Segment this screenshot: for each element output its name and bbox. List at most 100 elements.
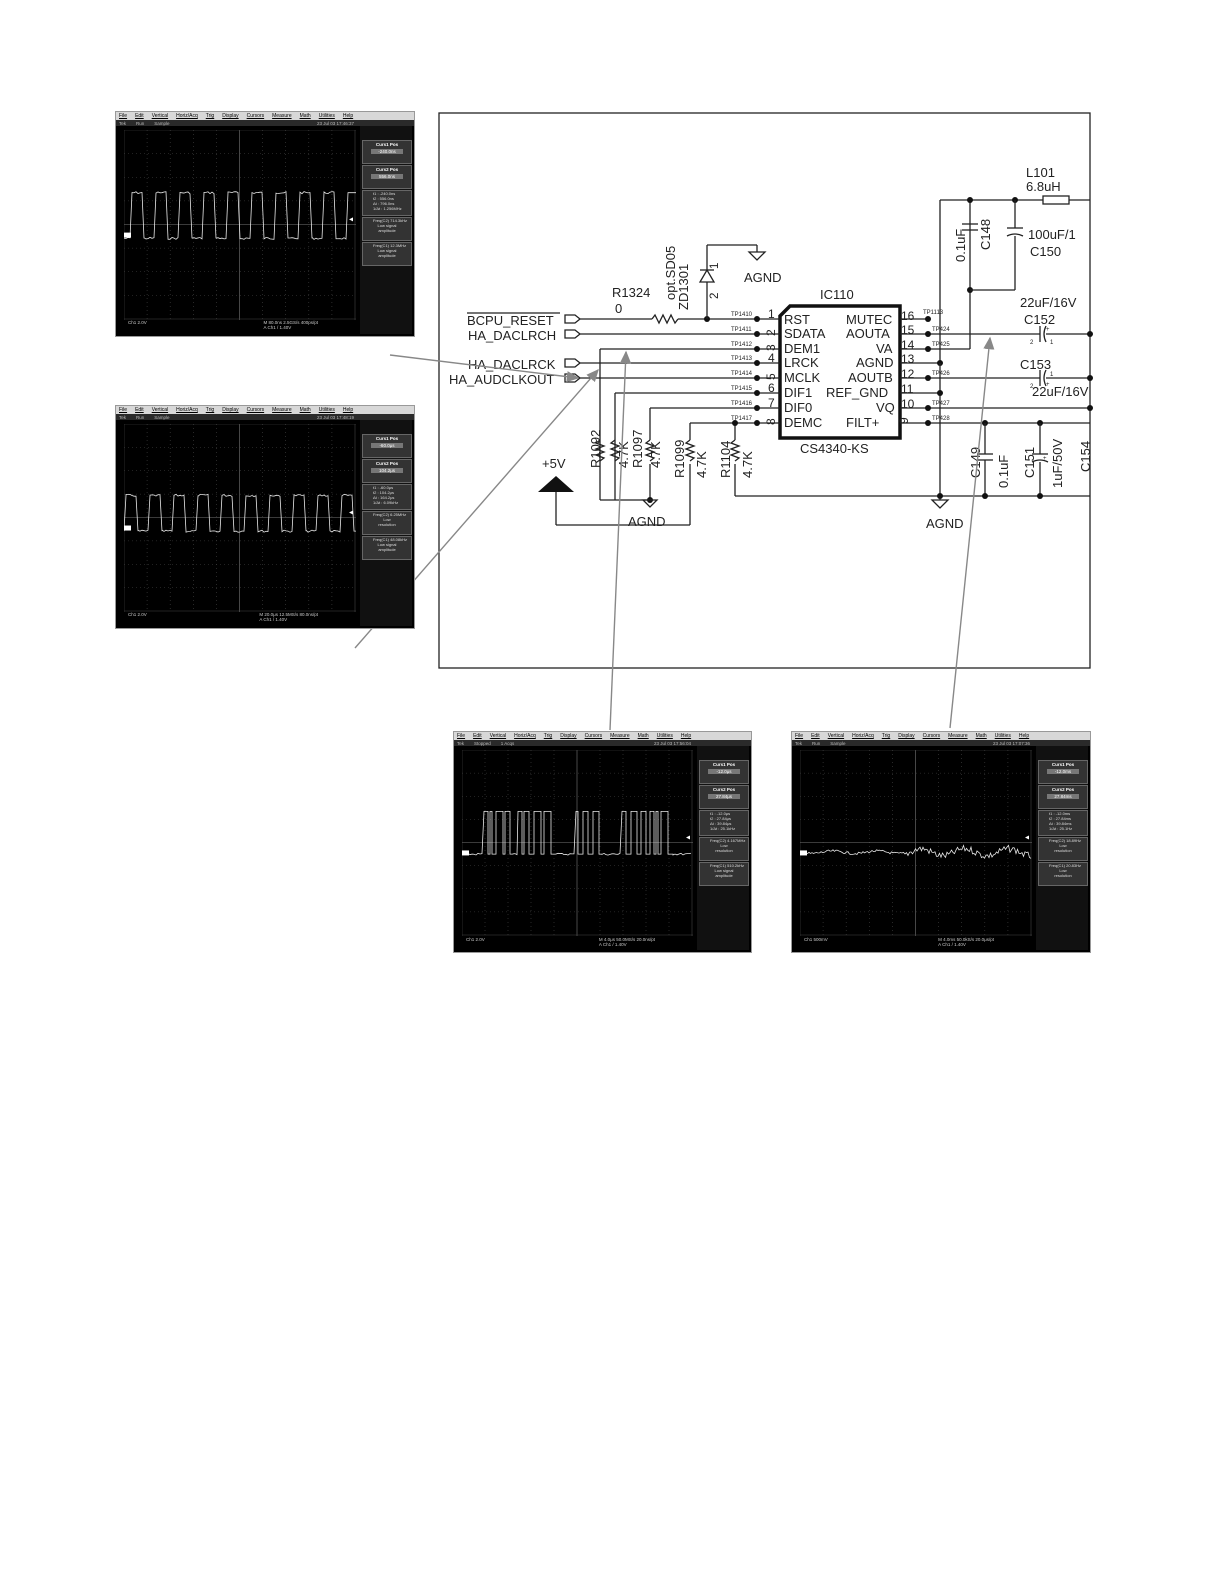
menu-vertical[interactable]: Vertical	[489, 733, 507, 739]
menu-file[interactable]: File	[457, 733, 466, 739]
menu-cursors[interactable]: Cursors	[584, 733, 603, 739]
curs1-box[interactable]: Curs1 Pos -60.0μs	[362, 434, 412, 458]
ic110-body	[778, 304, 902, 440]
trigger-level-icon[interactable]	[349, 217, 353, 222]
diode-pin-1: 1	[709, 263, 721, 269]
menu-trig[interactable]: Trig	[881, 733, 891, 739]
menu-utilities[interactable]: Utilities	[994, 733, 1011, 739]
menu-display[interactable]: Display	[222, 113, 239, 119]
menu-horiz-acq[interactable]: Horiz/Acq	[852, 733, 874, 739]
status-run: Stopped	[474, 740, 491, 746]
menu-measure[interactable]: Measure	[272, 407, 292, 413]
menu-trig[interactable]: Trig	[205, 113, 215, 119]
menu-measure[interactable]: Measure	[610, 733, 630, 739]
curs2-box[interactable]: Curs2 Pos 27.84ms	[1038, 785, 1088, 809]
curs1-box[interactable]: Curs1 Pos -240.0ns	[362, 140, 412, 164]
trigger-level-icon[interactable]	[1025, 835, 1029, 840]
status-mode: 1 Acqs	[500, 740, 515, 746]
curs2-box[interactable]: Curs2 Pos 556.0ns	[362, 165, 412, 189]
scope3-statusbar: Tek Stopped 1 Acqs 23 Jul 03 17:56:04	[454, 740, 751, 746]
menu-cursors[interactable]: Cursors	[922, 733, 941, 739]
menu-measure[interactable]: Measure	[272, 113, 292, 119]
tp1414: TP1414	[731, 371, 753, 377]
menu-file[interactable]: File	[795, 733, 804, 739]
menu-horiz-acq[interactable]: Horiz/Acq	[176, 407, 198, 413]
menu-horiz-acq[interactable]: Horiz/Acq	[514, 733, 536, 739]
menu-vertical[interactable]: Vertical	[827, 733, 845, 739]
menu-file[interactable]: File	[119, 113, 128, 119]
readout-inv-dt: 1/Δt : 1.256MHz	[373, 206, 402, 211]
pin-mclk: MCLK	[784, 370, 820, 385]
menu-utilities[interactable]: Utilities	[656, 733, 673, 739]
pin-num-8: 8	[764, 418, 778, 425]
trigger: A Ch1 / 1.40V	[598, 942, 627, 947]
menu-display[interactable]: Display	[560, 733, 577, 739]
r1104-value: 4.7K	[740, 451, 755, 478]
menu-measure[interactable]: Measure	[948, 733, 968, 739]
channel-marker-icon[interactable]	[124, 525, 131, 531]
menu-math[interactable]: Math	[975, 733, 987, 739]
pin-mutec: MUTEC	[846, 312, 892, 327]
trigger-level-icon[interactable]	[349, 510, 353, 515]
pin-demc: DEMC	[784, 415, 822, 430]
right-side-nets: L101 6.8uH 0.1uF C148 100uF/1 C150 TP111…	[900, 165, 1093, 531]
freq-c1: Freq(C1) 20.83Hz	[1049, 863, 1082, 868]
pin-dif1: DIF1	[784, 385, 812, 400]
menu-cursors[interactable]: Cursors	[246, 407, 265, 413]
menu-trig[interactable]: Trig	[205, 407, 215, 413]
freq-c2-note-2: amplitude	[378, 228, 396, 233]
c153-value: 22uF/16V	[1032, 384, 1089, 399]
curs1-box[interactable]: Curs1 Pos -12.0ms	[1038, 760, 1088, 784]
scope1-statusbar: Tek Run Sample 23 Jul 03 17:46:37	[116, 120, 414, 126]
menu-help[interactable]: Help	[1018, 733, 1030, 739]
menu-math[interactable]: Math	[637, 733, 649, 739]
curs2-box[interactable]: Curs2 Pos 27.84μs	[699, 785, 749, 809]
trigger: A Ch1 / 1.40V	[938, 942, 966, 947]
pin-num-16: 16	[901, 309, 915, 323]
menu-help[interactable]: Help	[342, 113, 354, 119]
menu-edit[interactable]: Edit	[135, 113, 144, 119]
pin-va: VA	[876, 341, 893, 356]
scope1-waveform	[124, 130, 356, 320]
r1104-label: R1104	[718, 441, 733, 478]
tp1113: TP1113	[923, 310, 944, 316]
menu-file[interactable]: File	[119, 407, 128, 413]
l101-value: 6.8uH	[1026, 179, 1061, 194]
trigger-level-icon[interactable]	[686, 835, 690, 840]
menu-math[interactable]: Math	[299, 407, 311, 413]
menu-help[interactable]: Help	[680, 733, 692, 739]
menu-edit[interactable]: Edit	[811, 733, 820, 739]
curs2-box[interactable]: Curs2 Pos 104.2μs	[362, 459, 412, 483]
cursor-readouts: t1 : -12.0μs t2 : 27.84μs Δt : 39.84μs 1…	[699, 810, 749, 836]
plus5v-label: +5V	[542, 456, 566, 471]
menu-horiz-acq[interactable]: Horiz/Acq	[176, 113, 198, 119]
menu-display[interactable]: Display	[222, 407, 239, 413]
pin-num-6: 6	[768, 381, 775, 395]
timebase: M 4.0μs 50.0MS/s 20.0ns/pt	[598, 937, 655, 942]
freq-c2-note-1: Low signal	[377, 223, 397, 228]
menu-math[interactable]: Math	[299, 113, 311, 119]
menu-edit[interactable]: Edit	[473, 733, 482, 739]
menu-help[interactable]: Help	[342, 407, 354, 413]
pin-num-4: 4	[768, 351, 775, 365]
channel-marker-icon[interactable]	[462, 850, 469, 856]
tp1417: TP1417	[731, 416, 753, 422]
menu-trig[interactable]: Trig	[543, 733, 553, 739]
menu-vertical[interactable]: Vertical	[151, 113, 169, 119]
menu-edit[interactable]: Edit	[135, 407, 144, 413]
curs1-box[interactable]: Curs1 Pos -12.0μs	[699, 760, 749, 784]
curs1-value: -12.0μs	[708, 769, 740, 774]
status-brand: Tek	[795, 740, 803, 746]
menu-cursors[interactable]: Cursors	[246, 113, 265, 119]
menu-display[interactable]: Display	[898, 733, 915, 739]
status-brand: Tek	[119, 120, 127, 126]
menu-vertical[interactable]: Vertical	[151, 407, 169, 413]
freq-c1: Freq(C1) 510.2kHz	[710, 863, 745, 868]
menu-utilities[interactable]: Utilities	[318, 407, 335, 413]
cursor-readouts: t1 : -12.0ms t2 : 27.84ms Δt : 39.84ms 1…	[1038, 810, 1088, 836]
menu-utilities[interactable]: Utilities	[318, 113, 335, 119]
channel-marker-icon[interactable]	[800, 850, 807, 856]
channel-marker-icon[interactable]	[124, 232, 131, 238]
